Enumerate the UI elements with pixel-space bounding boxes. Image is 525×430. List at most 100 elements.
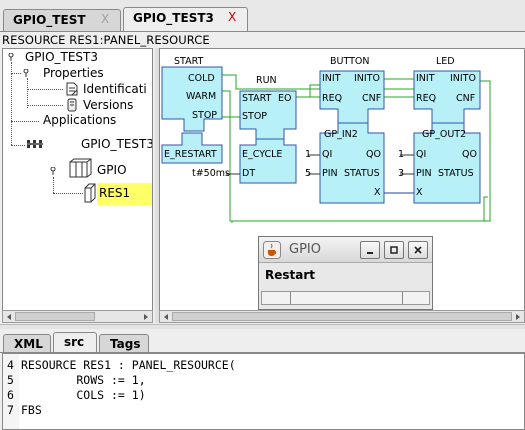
- cycle-start-label: START: [242, 93, 272, 104]
- led-block-body[interactable]: [413, 122, 481, 204]
- tree-line: [53, 177, 54, 193]
- canvas-scroll-thumb[interactable]: [172, 312, 512, 321]
- led-cnf-label: CNF: [456, 93, 476, 104]
- cycle-dt-value[interactable]: t#50ms: [192, 168, 230, 179]
- tree-line: [11, 73, 12, 145]
- led-status-label: STATUS: [438, 168, 474, 179]
- gpio-panel-area[interactable]: [261, 291, 430, 305]
- device-network-icon: [27, 140, 43, 148]
- code-line[interactable]: ROWS := 1,: [21, 373, 146, 387]
- start-stop-label: STOP: [192, 110, 218, 121]
- led-x-label: X: [416, 187, 423, 198]
- scroll-left-icon[interactable]: [5, 313, 13, 321]
- button-qo-label: QO: [366, 149, 381, 160]
- led-inito-label: INITO: [450, 73, 476, 84]
- cycle-dt-label: DT: [242, 168, 256, 179]
- tree-res1[interactable]: RES1: [97, 183, 152, 205]
- button-qi-value[interactable]: 1: [305, 149, 312, 160]
- root-toggle-icon[interactable]: [7, 53, 15, 61]
- button-cnf-label: CNF: [362, 93, 382, 104]
- cycle-eo-label: EO: [278, 93, 292, 104]
- canvas-horizontal-scrollbar[interactable]: [159, 310, 525, 323]
- cycle-block-body[interactable]: [239, 138, 297, 184]
- horizontal-split-divider[interactable]: [0, 324, 525, 329]
- start-cold-label: COLD: [188, 73, 215, 84]
- minimize-button[interactable]: [360, 241, 380, 259]
- tree-device[interactable]: GPIO_TEST3: [81, 137, 153, 151]
- led-init-label: INIT: [416, 73, 435, 84]
- tree-properties[interactable]: Properties: [43, 66, 104, 80]
- start-warm-label: WARM: [186, 91, 217, 102]
- line-number: 4: [7, 358, 14, 372]
- java-cup-icon: [263, 241, 281, 259]
- gpio-window-titlebar[interactable]: GPIO: [259, 237, 432, 263]
- tab-underline: [0, 31, 525, 32]
- tree-scroll-thumb[interactable]: [15, 312, 95, 321]
- tree-line: [11, 145, 25, 146]
- button-status-label: STATUS: [344, 168, 380, 179]
- tree-line: [11, 62, 12, 74]
- scroll-right-icon[interactable]: [514, 313, 522, 321]
- maximize-button[interactable]: [384, 241, 404, 259]
- start-title: START: [174, 56, 204, 67]
- tab-gpio-test3[interactable]: GPIO_TEST3 X: [123, 7, 248, 32]
- tree-gpio[interactable]: GPIO: [97, 163, 127, 177]
- start-block-head[interactable]: [161, 66, 223, 132]
- gpio-window[interactable]: GPIO Restart: [258, 236, 433, 310]
- tree-identification[interactable]: Identificati: [83, 82, 147, 96]
- scroll-right-icon[interactable]: [142, 313, 150, 321]
- line-number: 5: [7, 373, 14, 387]
- tab-gpio-test3-close-icon[interactable]: X: [228, 10, 237, 24]
- code-line[interactable]: COLS := 1): [21, 388, 146, 402]
- minimize-icon: [367, 252, 373, 254]
- resource-blocks-icon: [69, 158, 92, 178]
- system-tree[interactable]: GPIO_TEST3 Properties Identificati Versi…: [2, 48, 153, 323]
- start-block-body[interactable]: [161, 132, 223, 164]
- tree-line: [27, 78, 28, 108]
- restart-label: Restart: [265, 268, 316, 282]
- event-connection-loop: [231, 80, 491, 223]
- tab-tags[interactable]: Tags: [99, 334, 149, 353]
- tree-root[interactable]: GPIO_TEST3: [25, 50, 99, 64]
- panel-divider: [402, 292, 403, 304]
- code-line[interactable]: FBS: [21, 403, 42, 417]
- tab-gpio-test-close-icon[interactable]: X: [101, 12, 110, 26]
- maximize-icon: [390, 246, 398, 254]
- led-qi-value[interactable]: 1: [398, 149, 405, 160]
- tree-line: [27, 89, 63, 90]
- led-type-label: GP_OUT2: [422, 129, 467, 140]
- line-number: 7: [7, 403, 14, 417]
- split-pane-divider[interactable]: [155, 48, 159, 323]
- source-editor[interactable]: 4 RESOURCE RES1 : PANEL_RESOURCE( 5 ROWS…: [2, 353, 525, 430]
- tree-versions[interactable]: Versions: [83, 98, 134, 112]
- tree-line: [27, 105, 63, 106]
- tree-applications[interactable]: Applications: [43, 113, 117, 127]
- button-x-label: X: [374, 187, 381, 198]
- resource-header: RESOURCE RES1:PANEL_RESOURCE: [2, 33, 210, 47]
- resource-icon: [84, 183, 96, 203]
- code-line[interactable]: RESOURCE RES1 : PANEL_RESOURCE(: [21, 358, 236, 372]
- close-button[interactable]: [408, 241, 428, 259]
- properties-toggle-icon[interactable]: [22, 69, 30, 77]
- button-pin-value[interactable]: 5: [305, 168, 312, 179]
- cycle-stop-label: STOP: [242, 111, 268, 122]
- led-title: LED: [436, 56, 455, 67]
- bottom-tab-underline: [0, 352, 525, 353]
- gpio-toggle-icon[interactable]: [49, 167, 57, 175]
- tab-src[interactable]: src: [53, 332, 97, 353]
- versions-icon: [67, 98, 77, 112]
- tab-xml[interactable]: XML: [3, 334, 51, 353]
- button-title: BUTTON: [330, 56, 370, 67]
- button-type-label: GP_IN2: [324, 129, 358, 140]
- led-qi-label: QI: [416, 149, 427, 160]
- button-qi-label: QI: [322, 149, 333, 160]
- led-pin-value[interactable]: 3: [398, 168, 405, 179]
- line-number: 6: [7, 388, 14, 402]
- button-block-body[interactable]: [319, 122, 385, 204]
- led-req-label: REQ: [416, 93, 437, 104]
- scroll-left-icon[interactable]: [162, 313, 170, 321]
- tab-gpio-test[interactable]: GPIO_TEST X: [3, 9, 121, 31]
- tree-horizontal-scrollbar[interactable]: [2, 310, 153, 323]
- tab-gpio-test3-label: GPIO_TEST3: [133, 11, 214, 25]
- button-inito-label: INITO: [354, 73, 380, 84]
